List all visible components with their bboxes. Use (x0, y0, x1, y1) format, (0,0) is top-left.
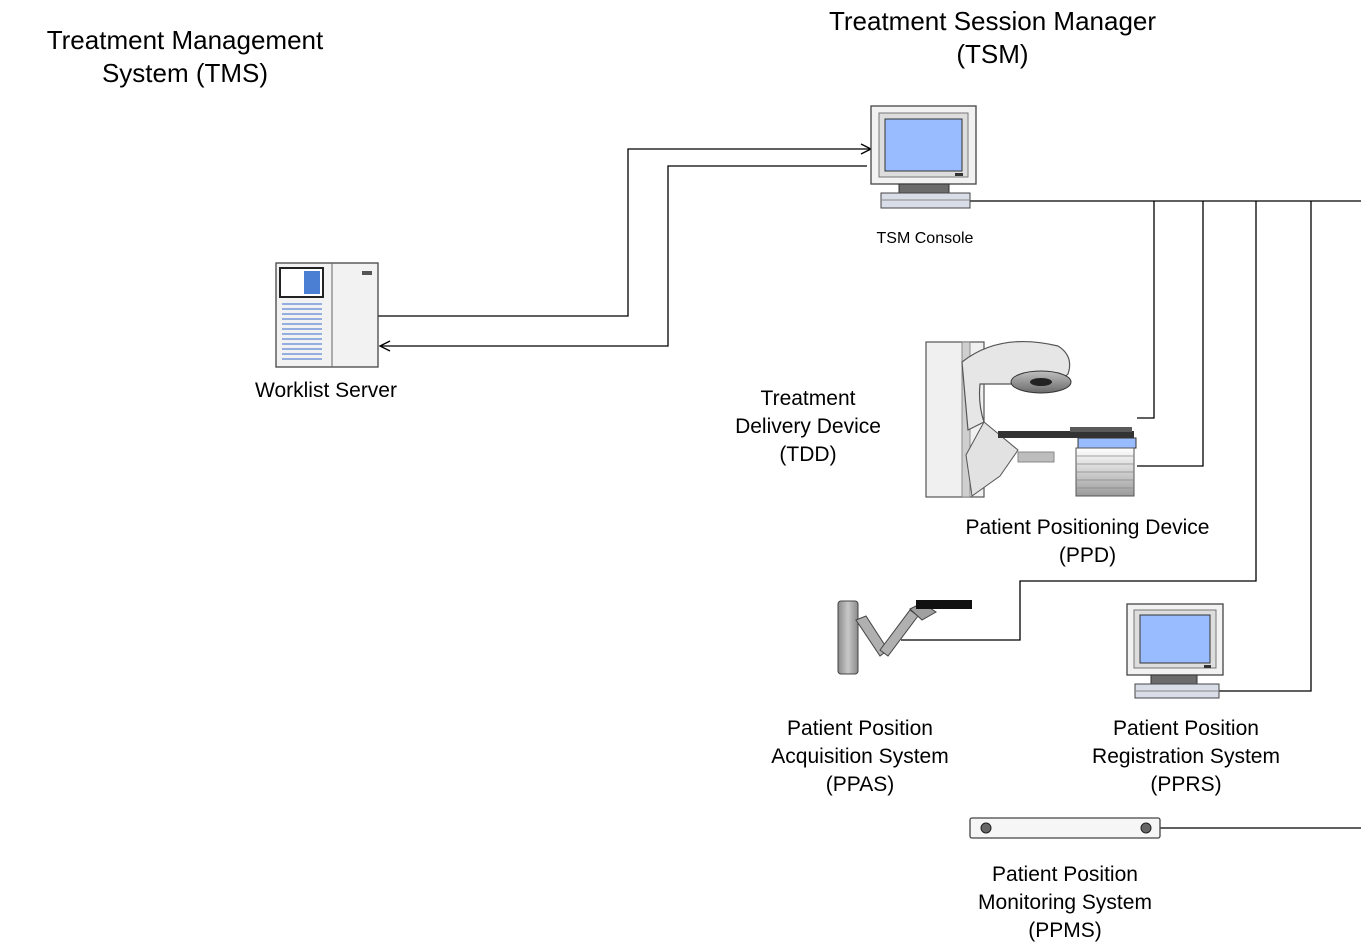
tdd-label-line-2: Delivery Device (735, 414, 881, 438)
ppas-label-line-1: Patient Position (787, 717, 933, 740)
ppms-label-line-2: Monitoring System (978, 890, 1152, 914)
tsm-title: Treatment Session Manager (TSM) (755, 5, 1230, 71)
link-ppd (1137, 201, 1204, 467)
tsm-title-line-1: Treatment Session Manager (828, 6, 1157, 36)
treatment-delivery-device-icon (925, 341, 1072, 498)
link-tdd (1137, 201, 1155, 419)
pprs-label: Patient Position Registration System (PP… (1066, 715, 1306, 799)
link-tsm-to-server (381, 165, 867, 347)
ppms-label-line-3: (PPMS) (1028, 918, 1102, 942)
ppd-label-line-2: (PPD) (1058, 543, 1117, 567)
pprs-label-line-2: Registration System (1092, 744, 1280, 768)
ppas-label: Patient Position Acquisition System (PPA… (740, 715, 980, 799)
tdd-label-line-1: Treatment (760, 387, 856, 410)
ppms-label: Patient Position Monitoring System (PPMS… (945, 861, 1185, 945)
tsm-title-line-2: (TSM) (956, 39, 1029, 70)
ppms-camera-bar-icon (969, 817, 1161, 839)
pprs-label-line-3: (PPRS) (1150, 772, 1222, 796)
tsm-console-label: TSM Console (876, 230, 974, 247)
tms-title-line-2: System (TMS) (101, 58, 269, 89)
worklist-server-icon (275, 262, 379, 368)
patient-positioning-device-icon (998, 427, 1137, 497)
pprs-label-line-1: Patient Position (1113, 717, 1259, 740)
ppas-label-line-2: Acquisition System (771, 744, 949, 768)
pprs-computer-icon (1126, 603, 1224, 699)
link-server-to-tsm (378, 148, 870, 317)
tdd-label-line-3: (TDD) (779, 442, 837, 466)
link-ppas (901, 201, 1257, 641)
ppd-label: Patient Positioning Device (PPD) (930, 514, 1245, 570)
arrow-to-server (378, 340, 391, 352)
worklist-server-label: Worklist Server (255, 379, 397, 402)
ppas-label-line-3: (PPAS) (825, 772, 895, 796)
tms-title-line-1: Treatment Management (46, 25, 324, 55)
link-pprs (1219, 201, 1312, 692)
tsm-console-computer-icon (870, 105, 977, 209)
ppd-label-line-1: Patient Positioning Device (965, 516, 1210, 539)
ppms-label-line-1: Patient Position (992, 863, 1138, 886)
tms-title: Treatment Management System (TMS) (0, 24, 370, 90)
ppas-camera-arm-icon (837, 600, 972, 675)
connection-lines (378, 143, 1361, 829)
tdd-label: Treatment Delivery Device (TDD) (718, 385, 898, 469)
